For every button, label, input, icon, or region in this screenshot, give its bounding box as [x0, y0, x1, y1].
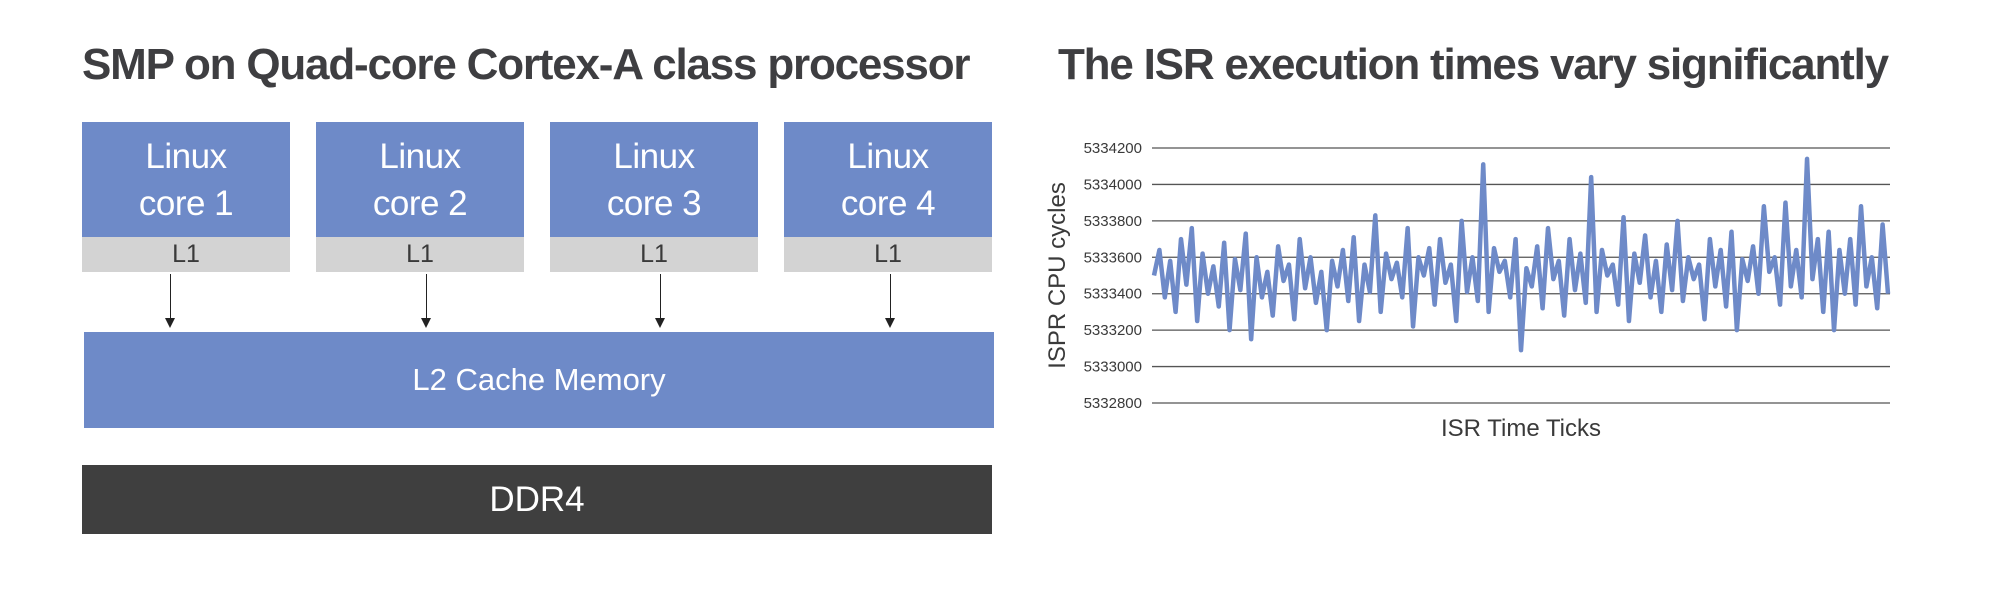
- y-tick-label: 5334200: [1084, 140, 1142, 157]
- core-label-line2: core 4: [840, 183, 936, 223]
- core-label-line2: core 2: [372, 183, 468, 223]
- core-label-line2: core 1: [138, 183, 234, 223]
- l1-cache-1: L1: [82, 237, 290, 272]
- series-line-1: [1151, 156, 1891, 353]
- y-tick-label: 5333600: [1084, 249, 1142, 266]
- linux-core-3: Linux core 3: [550, 122, 758, 237]
- y-tick-label: 5333800: [1084, 213, 1142, 230]
- y-tick-label: 5334000: [1084, 176, 1142, 193]
- l1-cache-4: L1: [784, 237, 992, 272]
- core-label-line1: Linux: [145, 136, 227, 176]
- ddr4-memory: DDR4: [82, 465, 992, 534]
- chart-title: The ISR execution times vary significant…: [1058, 40, 1889, 89]
- linux-core-4: Linux core 4: [784, 122, 992, 237]
- isr-line-chart: 5334200 5334000 5333800 5333600 5333400 53332…: [1044, 140, 1891, 442]
- x-axis-label: ISR Time Ticks: [1441, 415, 1601, 442]
- arrow-down-icon: [165, 274, 175, 328]
- core-label-line1: Linux: [379, 136, 461, 176]
- arrow-down-icon: [885, 274, 895, 328]
- linux-core-2: Linux core 2: [316, 122, 524, 237]
- linux-core-1: Linux core 1: [82, 122, 290, 237]
- arrow-down-icon: [421, 274, 431, 328]
- chart-series: [1151, 156, 1891, 353]
- y-tick-label: 5333000: [1084, 359, 1142, 376]
- diagram-title: SMP on Quad-core Cortex-A class processo…: [82, 40, 971, 89]
- l2-cache-memory: L2 Cache Memory: [84, 332, 994, 428]
- l1-cache-3: L1: [550, 237, 758, 272]
- y-axis-ticks: 5334200 5334000 5333800 5333600 5333400 53332…: [1084, 140, 1142, 412]
- y-tick-label: 5332800: [1084, 395, 1142, 412]
- y-tick-label: 5333400: [1084, 286, 1142, 303]
- y-tick-label: 5333200: [1084, 322, 1142, 339]
- arrow-down-icon: [655, 274, 665, 328]
- l1-cache-2: L1: [316, 237, 524, 272]
- chart-gridlines: [1152, 147, 1890, 404]
- y-axis-label: ISPR CPU cycles: [1044, 182, 1071, 369]
- core-label-line1: Linux: [613, 136, 695, 176]
- core-label-line1: Linux: [847, 136, 929, 176]
- core-label-line2: core 3: [606, 183, 702, 223]
